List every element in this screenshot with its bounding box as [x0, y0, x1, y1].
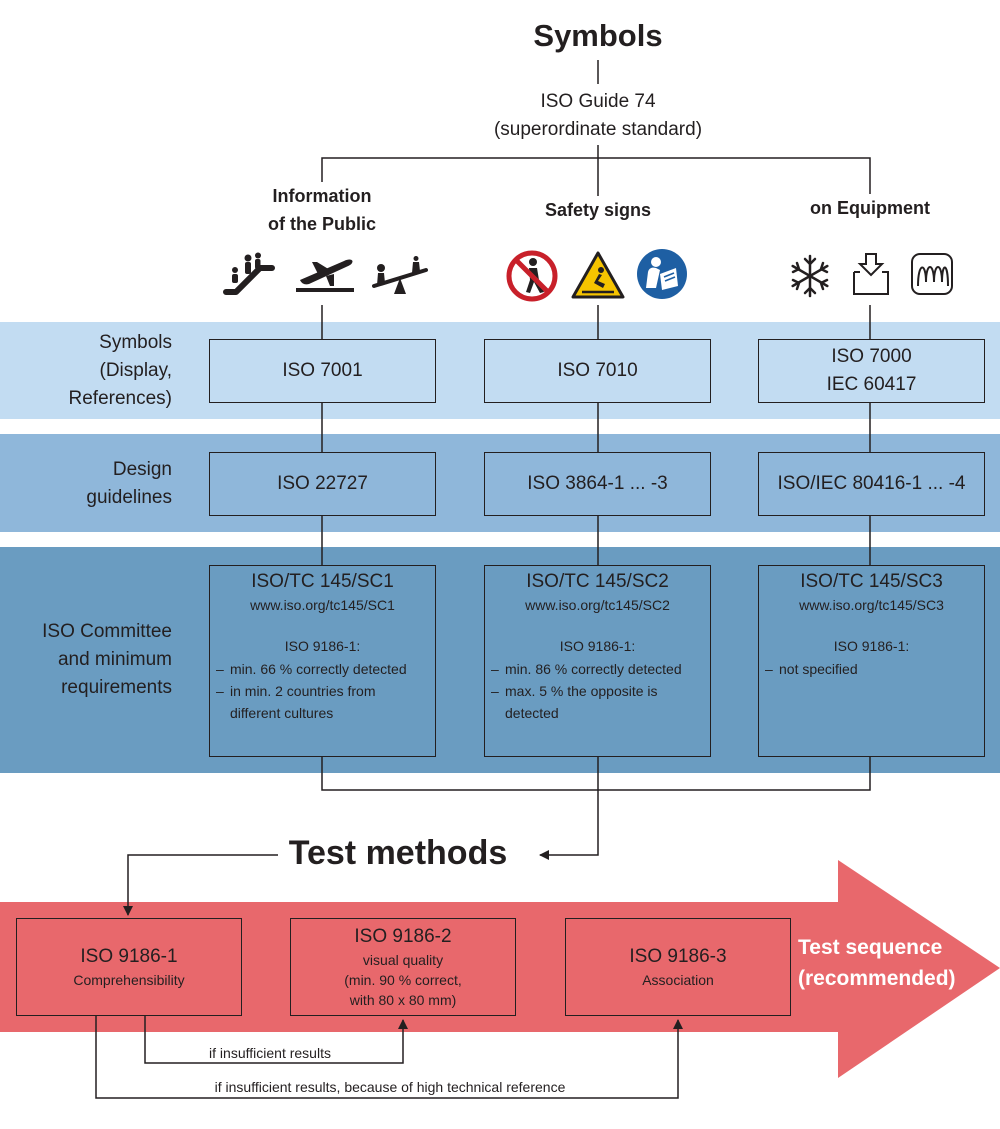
seesaw-playground-icon: [372, 256, 428, 294]
test-2-sub-3: with 80 x 80 mm): [349, 992, 457, 1008]
category-public: Information of the Public: [222, 182, 422, 238]
design-box-iso-3864: ISO 3864-1 ... -3: [484, 452, 711, 516]
test-sequence-line2: (recommended): [798, 967, 956, 990]
committee-3-title: ISO/TC 145/SC3: [800, 571, 943, 592]
committee-2-title: ISO/TC 145/SC2: [526, 571, 669, 592]
committee-2-url: www.iso.org/tc145/SC2: [525, 597, 670, 613]
category-public-line1: Information: [272, 186, 372, 206]
test-sequence-line1: Test sequence: [798, 936, 943, 959]
guide-line-2: (superordinate standard): [493, 119, 703, 140]
committee-1-url: www.iso.org/tc145/SC1: [250, 597, 395, 613]
airplane-departure-icon: [296, 259, 354, 292]
snowflake-icon: [791, 254, 829, 298]
test-sequence-label: Test sequence (recommended): [798, 932, 978, 994]
symbol-box-2-line1: ISO 7010: [557, 360, 638, 381]
row-label-design-line2: guidelines: [86, 487, 172, 508]
symbol-box-3-line2: IEC 60417: [826, 374, 917, 395]
design-box-2-text: ISO 3864-1 ... -3: [527, 473, 668, 494]
category-public-line2: of the Public: [268, 214, 376, 234]
test-1-title: ISO 9186-1: [80, 946, 178, 967]
category-equipment-line1: on Equipment: [810, 198, 930, 218]
row-label-symbols-line1: Symbols: [99, 332, 172, 353]
row-label-design-line1: Design: [112, 459, 172, 480]
row-label-design: Design guidelines: [0, 456, 172, 512]
iso-guide-74: ISO Guide 74 (superordinate standard): [448, 88, 748, 144]
committee-box-sc1: ISO/TC 145/SC1 www.iso.org/tc145/SC1 ISO…: [209, 565, 436, 757]
category-safety: Safety signs: [518, 196, 678, 224]
test-1-sub-1: Comprehensibility: [73, 972, 185, 988]
category-safety-line1: Safety signs: [544, 200, 652, 220]
test-box-iso-9186-1: ISO 9186-1 Comprehensibility: [16, 918, 242, 1016]
design-box-3-text: ISO/IEC 80416-1 ... -4: [777, 473, 966, 494]
test-box-iso-9186-3: ISO 9186-3 Association: [565, 918, 791, 1016]
test-2-title: ISO 9186-2: [354, 926, 452, 947]
test-2-sub-1: visual quality: [362, 952, 444, 968]
committee-1-title: ISO/TC 145/SC1: [251, 571, 394, 592]
committee-2-iso: ISO 9186-1:: [559, 638, 636, 654]
committee-1-item-2: in min. 2 countries from different cultu…: [216, 680, 429, 724]
committee-1-item-1: min. 66 % correctly detected: [216, 658, 429, 680]
row-label-symbols-line3: References): [68, 388, 173, 409]
symbol-box-iso-7001: ISO 7001: [209, 339, 436, 403]
committee-3-item-1: not specified: [765, 658, 978, 680]
symbol-box-3-line1: ISO 7000: [831, 346, 912, 367]
category-equipment: on Equipment: [790, 194, 950, 222]
test-methods-heading: Test methods: [288, 834, 508, 872]
escalator-icon: [223, 252, 275, 295]
committee-3-url: www.iso.org/tc145/SC3: [799, 597, 944, 613]
committee-2-item-1: min. 86 % correctly detected: [491, 658, 704, 680]
committee-1-requirements: min. 66 % correctly detected in min. 2 c…: [210, 658, 435, 724]
row-label-committee-line2: and minimum: [57, 649, 172, 670]
design-box-1-text: ISO 22727: [277, 473, 368, 494]
design-box-iso-22727: ISO 22727: [209, 452, 436, 516]
page-title: Symbols: [533, 18, 663, 53]
note-insufficient-results: if insufficient results: [209, 1045, 331, 1061]
design-box-iso-iec-80416: ISO/IEC 80416-1 ... -4: [758, 452, 985, 516]
row-label-committee-line3: requirements: [61, 677, 172, 698]
read-manual-mandatory-icon: [637, 249, 687, 299]
committee-3-iso: ISO 9186-1:: [833, 638, 910, 654]
test-3-title: ISO 9186-3: [629, 946, 727, 967]
heating-coil-icon: [911, 253, 953, 295]
test-2-sub-2: (min. 90 % correct,: [344, 972, 462, 988]
row-label-symbols: Symbols (Display, References): [0, 329, 173, 413]
committee-2-item-2: max. 5 % the opposite is detected: [491, 680, 704, 724]
guide-line-1: ISO Guide 74: [540, 91, 656, 112]
press-down-arrow-icon: [853, 253, 889, 295]
committee-box-sc3: ISO/TC 145/SC3 www.iso.org/tc145/SC3 ISO…: [758, 565, 985, 757]
symbol-box-iso-7000: ISO 7000 IEC 60417: [758, 339, 985, 403]
committee-box-sc2: ISO/TC 145/SC2 www.iso.org/tc145/SC2 ISO…: [484, 565, 711, 757]
note-insufficient-technical: if insufficient results, because of high…: [214, 1079, 566, 1095]
test-box-iso-9186-2: ISO 9186-2 visual quality (min. 90 % cor…: [290, 918, 516, 1016]
slippery-floor-warning-icon: [571, 251, 625, 299]
row-label-committee-line1: ISO Committee: [42, 621, 172, 642]
row-label-committee: ISO Committee and minimum requirements: [0, 618, 172, 702]
symbol-box-iso-7010: ISO 7010: [484, 339, 711, 403]
test-3-sub-1: Association: [642, 972, 714, 988]
row-label-symbols-line2: (Display,: [99, 360, 173, 381]
no-pedestrian-prohibition-icon: [506, 250, 558, 302]
committee-1-iso: ISO 9186-1:: [284, 638, 361, 654]
committee-3-requirements: not specified: [759, 658, 984, 680]
symbol-box-1-line1: ISO 7001: [282, 360, 363, 381]
committee-2-requirements: min. 86 % correctly detected max. 5 % th…: [485, 658, 710, 724]
